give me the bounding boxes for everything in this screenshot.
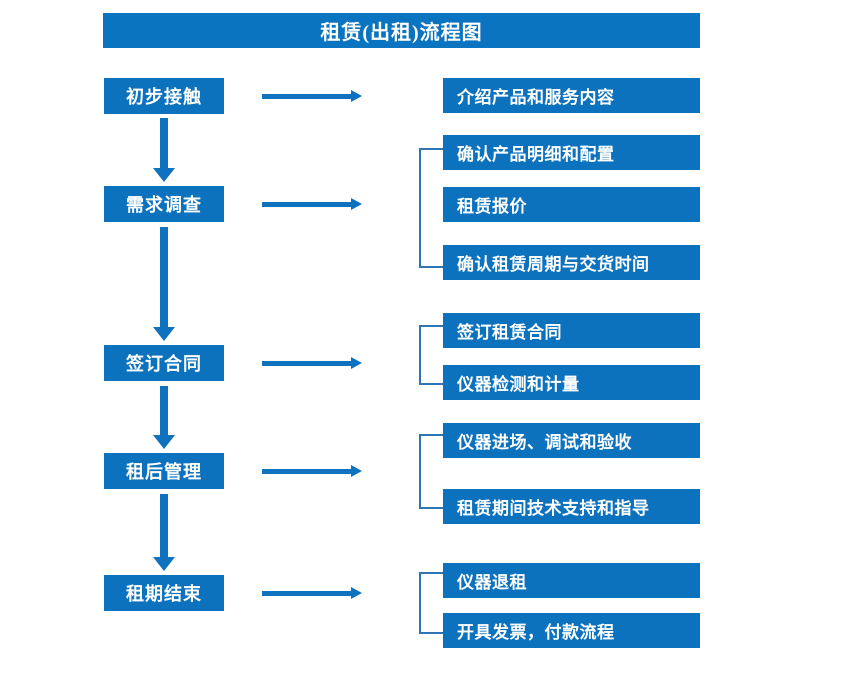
detail-box-5[interactable]: 签订租赁合同 bbox=[443, 313, 700, 348]
group-bracket-1 bbox=[419, 148, 443, 268]
link-arrow-right-2 bbox=[262, 196, 362, 212]
arrow-shaft bbox=[262, 591, 351, 596]
link-arrow-right-5 bbox=[262, 585, 362, 601]
arrow-head bbox=[351, 90, 362, 102]
arrow-shaft bbox=[262, 469, 351, 474]
flow-arrow-down-4 bbox=[152, 494, 176, 571]
link-arrow-right-1 bbox=[262, 88, 362, 104]
group-bracket-4 bbox=[419, 572, 443, 634]
detail-box-1[interactable]: 介绍产品和服务内容 bbox=[443, 78, 700, 113]
arrow-shaft bbox=[262, 94, 351, 99]
detail-box-10[interactable]: 开具发票，付款流程 bbox=[443, 613, 700, 648]
arrow-head bbox=[153, 168, 175, 182]
arrow-head bbox=[351, 357, 362, 369]
stage-box-5[interactable]: 租期结束 bbox=[104, 575, 224, 611]
arrow-head bbox=[351, 465, 362, 477]
stage-box-1[interactable]: 初步接触 bbox=[104, 78, 224, 114]
page-title: 租赁(出租)流程图 bbox=[103, 13, 700, 48]
detail-box-4[interactable]: 确认租赁周期与交货时间 bbox=[443, 245, 700, 280]
group-bracket-2 bbox=[419, 325, 443, 385]
detail-box-8[interactable]: 租赁期间技术支持和指导 bbox=[443, 489, 700, 524]
arrow-head bbox=[153, 435, 175, 449]
detail-box-3[interactable]: 租赁报价 bbox=[443, 187, 700, 222]
arrow-head bbox=[153, 327, 175, 341]
arrow-shaft bbox=[262, 202, 351, 207]
flow-arrow-down-3 bbox=[152, 386, 176, 449]
detail-box-7[interactable]: 仪器进场、调试和验收 bbox=[443, 423, 700, 458]
arrow-shaft bbox=[160, 494, 168, 557]
arrow-shaft bbox=[160, 227, 168, 327]
link-arrow-right-4 bbox=[262, 463, 362, 479]
arrow-head bbox=[351, 198, 362, 210]
stage-box-4[interactable]: 租后管理 bbox=[104, 453, 224, 489]
arrow-shaft bbox=[262, 361, 351, 366]
flow-arrow-down-1 bbox=[152, 118, 176, 182]
flow-arrow-down-2 bbox=[152, 227, 176, 341]
group-bracket-3 bbox=[419, 434, 443, 509]
detail-box-2[interactable]: 确认产品明细和配置 bbox=[443, 135, 700, 170]
link-arrow-right-3 bbox=[262, 355, 362, 371]
arrow-shaft bbox=[160, 386, 168, 435]
arrow-shaft bbox=[160, 118, 168, 168]
arrow-head bbox=[153, 557, 175, 571]
detail-box-9[interactable]: 仪器退租 bbox=[443, 563, 700, 598]
stage-box-2[interactable]: 需求调查 bbox=[104, 186, 224, 222]
stage-box-3[interactable]: 签订合同 bbox=[104, 345, 224, 381]
arrow-head bbox=[351, 587, 362, 599]
detail-box-6[interactable]: 仪器检测和计量 bbox=[443, 365, 700, 400]
